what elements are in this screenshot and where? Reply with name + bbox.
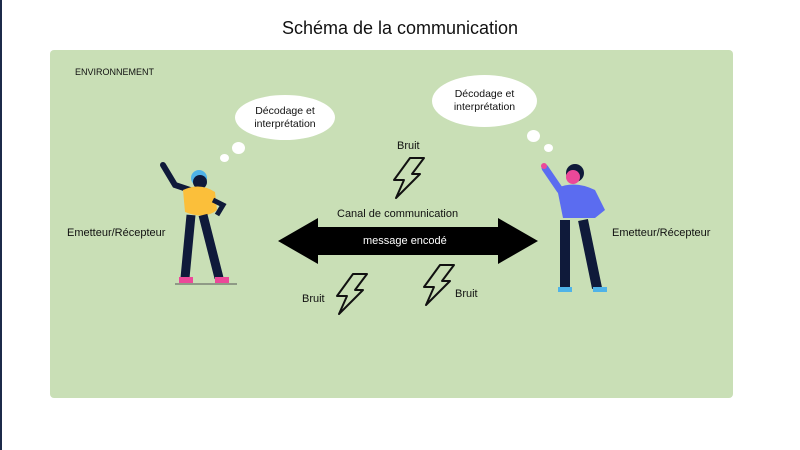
left-border [0,0,2,450]
noise-label-top: Bruit [397,140,420,152]
left-sender-receiver-label: Emetteur/Récepteur [67,227,166,239]
message-label: message encodé [363,235,447,247]
noise-label-left: Bruit [302,293,325,305]
environment-label: ENVIRONNEMENT [75,67,155,77]
left-person-illustration [160,162,237,285]
thought-dot [527,130,540,142]
bubble-text: Décodage et [454,88,515,100]
channel-label: Canal de communication [337,208,459,220]
bubble-text: Décodage et [255,104,315,117]
double-arrow [278,218,538,264]
thought-dot [220,154,229,162]
environment-panel [50,50,733,398]
bubble-text: interprétation [254,117,316,130]
noise-label-right: Bruit [455,288,478,300]
thought-dot [544,144,553,152]
right-sender-receiver-label: Emetteur/Récepteur [612,227,711,239]
lightning-icon [336,273,368,315]
thought-dot [232,142,245,154]
page-title: Schéma de la communication [281,18,519,38]
lightning-icon [393,157,425,199]
right-person-illustration [541,163,607,292]
bubble-text: interprétation [453,101,516,113]
lightning-icon [423,264,455,306]
